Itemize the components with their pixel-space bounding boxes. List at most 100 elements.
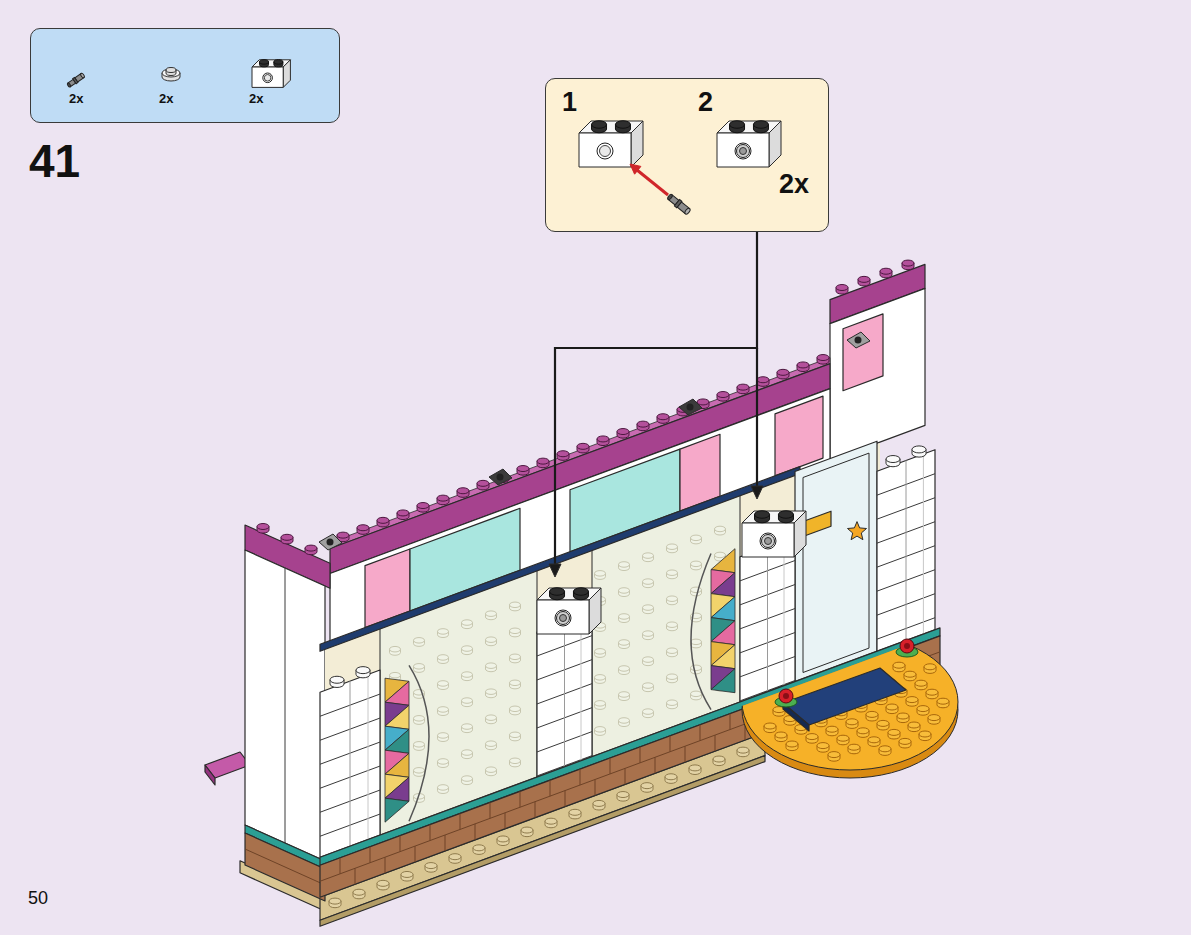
stud xyxy=(517,466,529,476)
stud xyxy=(615,121,630,133)
sub-step-number: 2 xyxy=(698,87,713,118)
stud xyxy=(919,731,931,737)
stained-glass xyxy=(385,753,409,777)
stud xyxy=(806,734,818,744)
pin-icon xyxy=(684,207,691,215)
technic-brick-icon xyxy=(579,121,643,167)
clip-piece xyxy=(679,399,702,415)
brick-side xyxy=(589,588,601,634)
round-brick-column xyxy=(877,450,935,652)
stud xyxy=(357,525,369,535)
stud xyxy=(904,671,916,681)
model-line xyxy=(564,622,565,767)
stud xyxy=(848,744,860,750)
stud xyxy=(473,845,485,855)
brick-front xyxy=(717,133,769,167)
stud xyxy=(550,588,565,600)
stud xyxy=(257,524,269,530)
stud xyxy=(837,735,849,745)
model-line xyxy=(370,847,371,863)
stud xyxy=(356,667,370,678)
back-wall xyxy=(830,288,925,460)
model-line xyxy=(767,547,768,692)
brick-front xyxy=(537,600,589,634)
brick-side xyxy=(283,60,290,88)
stud xyxy=(425,863,437,873)
stud xyxy=(906,697,918,707)
stud xyxy=(657,414,669,420)
stud xyxy=(497,836,509,842)
round-brick-column xyxy=(740,537,795,702)
stud xyxy=(569,809,581,815)
stud xyxy=(550,588,565,596)
shop-door xyxy=(795,441,877,681)
stud xyxy=(657,414,669,424)
stud xyxy=(817,355,829,365)
stud xyxy=(637,421,649,431)
stud xyxy=(817,355,829,361)
door-sign xyxy=(805,511,831,536)
quantity-label: 2x xyxy=(69,92,83,107)
technic-brick-icon xyxy=(760,533,776,549)
stud xyxy=(437,495,449,501)
model-line xyxy=(565,791,566,807)
stud xyxy=(868,737,880,743)
stud xyxy=(877,720,889,730)
stud xyxy=(457,488,469,494)
stud xyxy=(537,458,549,468)
stud xyxy=(924,664,936,674)
technic-brick-icon xyxy=(735,143,751,159)
storefront-model xyxy=(205,260,958,926)
model-line xyxy=(595,780,596,796)
stud xyxy=(377,517,389,527)
stud xyxy=(517,466,529,472)
technic-brick-icon xyxy=(264,75,271,82)
stud xyxy=(592,121,607,133)
clip-piece xyxy=(679,399,702,415)
stud xyxy=(836,285,848,291)
stud xyxy=(477,480,489,490)
model-line xyxy=(625,768,626,784)
stud xyxy=(786,741,798,751)
stained-glass xyxy=(711,669,735,693)
clip-piece xyxy=(847,332,870,348)
stud xyxy=(755,511,770,519)
model-line xyxy=(340,858,341,874)
model-line xyxy=(784,541,785,686)
sub-step-number: 1 xyxy=(562,87,577,118)
parts-list-box: 2x2x2x xyxy=(30,28,340,123)
stud xyxy=(786,741,798,747)
technic-brick-icon xyxy=(560,615,567,622)
stud xyxy=(866,711,878,717)
model-line xyxy=(700,725,701,741)
model-line xyxy=(245,849,325,885)
brick-side xyxy=(769,121,781,167)
callout-leader-lines xyxy=(549,232,763,577)
door-frame xyxy=(803,453,869,672)
pin-icon xyxy=(67,83,72,88)
stud xyxy=(697,399,709,405)
stud xyxy=(886,456,900,467)
clip-piece xyxy=(327,539,334,546)
model-line xyxy=(430,825,431,841)
stud xyxy=(730,121,745,133)
stud xyxy=(937,698,949,704)
stud xyxy=(357,525,369,531)
stud xyxy=(880,268,892,274)
round-platform xyxy=(742,634,958,770)
step-number: 41 xyxy=(29,136,80,187)
stud xyxy=(866,711,878,721)
stud xyxy=(573,588,588,596)
page-number: 50 xyxy=(28,889,48,909)
stud xyxy=(449,854,461,860)
flower xyxy=(896,639,918,657)
clip-piece xyxy=(847,332,870,348)
stained-glass xyxy=(385,729,409,753)
stud xyxy=(778,511,793,523)
stud xyxy=(836,285,848,295)
stud xyxy=(928,715,940,721)
stained-glass xyxy=(711,645,735,669)
stud xyxy=(260,60,269,67)
arrow-head xyxy=(751,486,763,499)
pin-icon xyxy=(674,199,682,207)
